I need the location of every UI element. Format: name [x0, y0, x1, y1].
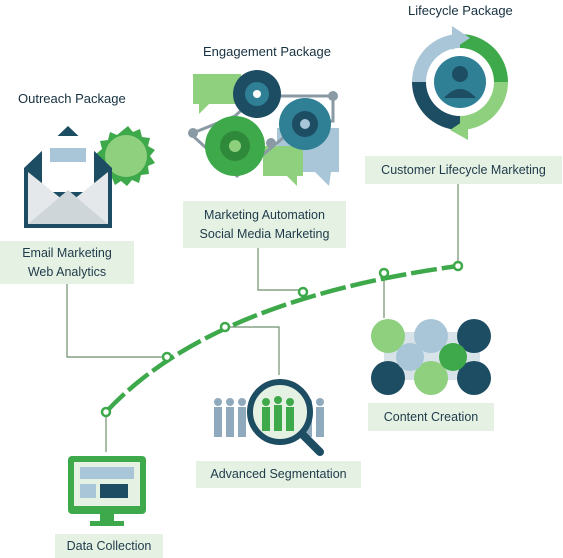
outreach-items-box: Email Marketing Web Analytics	[0, 241, 134, 284]
envelope-icon	[24, 126, 155, 228]
engagement-items-box: Marketing Automation Social Media Market…	[183, 201, 346, 248]
node-outreach	[161, 351, 173, 363]
engagement-package-title: Engagement Package	[203, 44, 331, 59]
magnifier-people-icon	[214, 379, 324, 456]
engagement-item-social-media-marketing: Social Media Marketing	[199, 226, 330, 241]
node-content	[378, 267, 390, 279]
engagement-item-marketing-automation: Marketing Automation	[204, 207, 325, 222]
node-lifecycle	[452, 260, 464, 272]
connector-segmentation	[225, 326, 280, 375]
content-creation-box: Content Creation	[368, 403, 494, 431]
lifecycle-cycle-icon	[412, 26, 508, 140]
node-data-collection	[100, 406, 112, 418]
connector-engagement	[257, 247, 303, 291]
advanced-segmentation-box: Advanced Segmentation	[196, 461, 361, 488]
outreach-item-email-marketing: Email Marketing	[22, 245, 112, 260]
dots-grid-icon	[371, 319, 491, 395]
outreach-item-web-analytics: Web Analytics	[27, 264, 107, 279]
lifecycle-items-box: Customer Lifecycle Marketing	[365, 156, 562, 184]
lifecycle-package-title: Lifecycle Package	[408, 3, 513, 18]
advanced-segmentation-label: Advanced Segmentation	[210, 467, 347, 481]
node-engagement	[297, 286, 309, 298]
gears-chat-icon	[188, 70, 339, 186]
data-collection-box: Data Collection	[55, 534, 163, 558]
outreach-package-title: Outreach Package	[18, 91, 126, 106]
monitor-icon	[68, 456, 146, 526]
timeline-arc	[104, 263, 459, 414]
node-segmentation	[219, 321, 231, 333]
data-collection-label: Data Collection	[66, 538, 152, 553]
content-creation-label: Content Creation	[383, 409, 479, 424]
connector-outreach	[66, 282, 167, 358]
connector-lines	[66, 183, 459, 452]
lifecycle-item-customer-lifecycle-marketing: Customer Lifecycle Marketing	[381, 162, 546, 177]
timeline-nodes	[100, 260, 464, 418]
